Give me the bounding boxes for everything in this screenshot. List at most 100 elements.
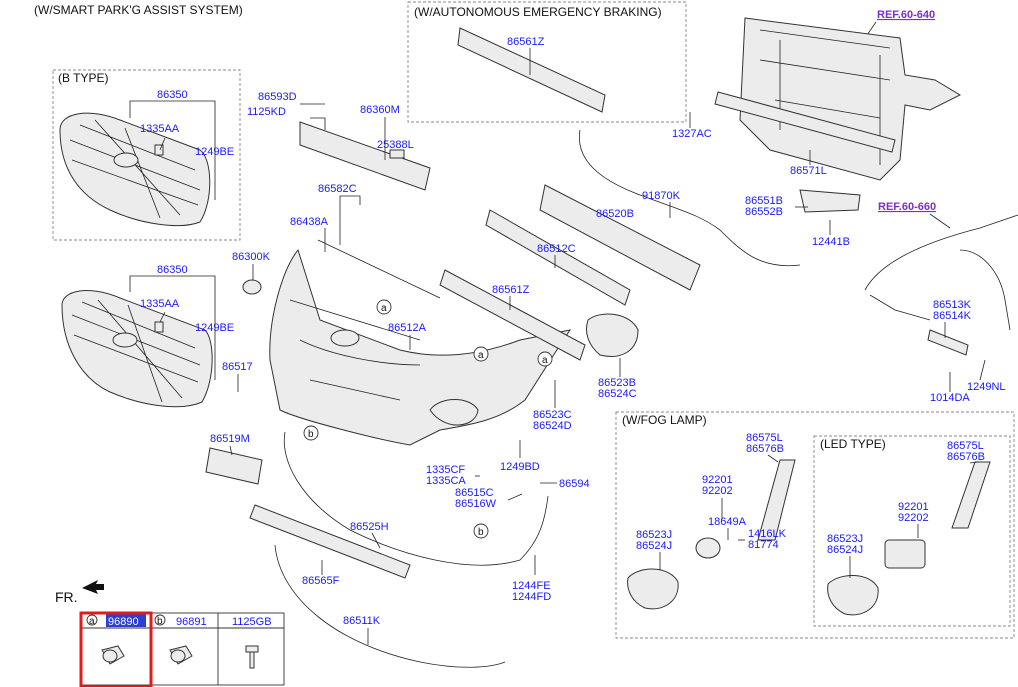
part-label[interactable]: 86520B bbox=[596, 208, 634, 220]
part-label[interactable]: 1244FE bbox=[512, 580, 551, 592]
legend-part-number[interactable]: 1125GB bbox=[232, 616, 272, 628]
circle-ref-a-letter: a bbox=[542, 355, 548, 366]
lip-86511k-drawing bbox=[274, 544, 506, 668]
ref-60-660-link[interactable]: REF.60-660 bbox=[878, 201, 936, 213]
legend-cell-96890[interactable]: a 96890 bbox=[86, 614, 146, 665]
part-label[interactable]: 86512A bbox=[388, 322, 427, 334]
part-label[interactable]: 86517 bbox=[222, 361, 253, 373]
part-label[interactable]: 86524J bbox=[827, 544, 863, 556]
fog-lamp-drawing bbox=[695, 537, 721, 559]
part-label[interactable]: 86576B bbox=[947, 451, 985, 463]
circle-ref-a bbox=[537, 351, 553, 367]
part-label[interactable]: 1125KD bbox=[247, 106, 286, 118]
led-lamp-drawing bbox=[884, 539, 926, 569]
part-label[interactable]: 86524C bbox=[598, 388, 637, 400]
fender-drawing bbox=[864, 214, 1018, 331]
front-arrow-icon bbox=[82, 580, 104, 594]
part-label[interactable]: 86525H bbox=[350, 521, 389, 533]
legend-letter-circle bbox=[154, 614, 166, 626]
part-label[interactable]: 1335AA bbox=[140, 298, 180, 310]
part-label[interactable]: 86552B bbox=[745, 206, 783, 218]
circle-ref-a bbox=[473, 346, 489, 362]
leader-lines bbox=[129, 48, 986, 645]
fog-cover-86523b-drawing bbox=[586, 313, 639, 357]
part-label[interactable]: 1327AC bbox=[672, 128, 712, 140]
part-label[interactable]: 86360M bbox=[360, 104, 400, 116]
part-label[interactable]: 86561Z bbox=[507, 36, 545, 48]
part-label[interactable]: 86571L bbox=[790, 165, 827, 177]
part-label[interactable]: 86438A bbox=[290, 216, 329, 228]
part-labels: 86561Z 86593D 1125KD 86360M 25388L 86350… bbox=[140, 36, 1006, 627]
part-label[interactable]: 1244FD bbox=[512, 591, 551, 603]
legend-part-number[interactable]: 96890 bbox=[108, 616, 139, 628]
circle-ref-b-letter: b bbox=[478, 527, 484, 538]
absorber-drawing bbox=[539, 184, 701, 291]
fog-lamp-box bbox=[615, 411, 1015, 639]
part-label[interactable]: 86300K bbox=[232, 251, 271, 263]
legend-letter-circle bbox=[86, 614, 98, 626]
part-label[interactable]: 18649A bbox=[708, 516, 747, 528]
part-label[interactable]: 25388L bbox=[377, 139, 414, 151]
part-label[interactable]: 86582C bbox=[318, 183, 357, 195]
part-label[interactable]: 86575L bbox=[947, 440, 984, 452]
part-label[interactable]: 1249NL bbox=[967, 381, 1006, 393]
part-label[interactable]: 1335CA bbox=[426, 475, 466, 487]
legend-cell-96891[interactable]: b 96891 bbox=[154, 614, 207, 665]
part-label[interactable]: 92201 bbox=[898, 501, 929, 513]
part-label[interactable]: 86523C bbox=[533, 409, 572, 421]
leader bbox=[929, 213, 951, 229]
part-label[interactable]: 86576B bbox=[746, 443, 784, 455]
bumper-cover-drawing bbox=[269, 248, 572, 446]
caption-led-type: (LED TYPE) bbox=[820, 437, 886, 451]
part-label[interactable]: 92202 bbox=[702, 485, 733, 497]
part-label[interactable]: 86593D bbox=[258, 91, 297, 103]
part-label[interactable]: 86350 bbox=[157, 89, 188, 101]
part-label[interactable]: 86524J bbox=[636, 540, 672, 552]
part-label[interactable]: 91870K bbox=[642, 190, 681, 202]
part-label[interactable]: 86514K bbox=[933, 310, 972, 322]
part-label[interactable]: 1249BE bbox=[195, 322, 234, 334]
led-type-box bbox=[813, 435, 1011, 627]
circle-ref-a bbox=[376, 299, 392, 315]
circle-ref-a-letter: a bbox=[478, 350, 484, 361]
lower-bumper-drawing bbox=[283, 431, 549, 566]
part-label[interactable]: 86523J bbox=[636, 529, 672, 541]
part-label[interactable]: 86561Z bbox=[492, 284, 530, 296]
part-label[interactable]: 86519M bbox=[210, 433, 250, 445]
part-label[interactable]: 1335CF bbox=[426, 464, 465, 476]
part-label[interactable]: 1335AA bbox=[140, 123, 180, 135]
part-label[interactable]: 12441B bbox=[812, 236, 850, 248]
legend-cell-1125gb[interactable]: 1125GB bbox=[232, 616, 272, 669]
part-label[interactable]: 86523J bbox=[827, 533, 863, 545]
part-label[interactable]: 86513K bbox=[933, 299, 972, 311]
part-label[interactable]: 86516W bbox=[455, 498, 497, 510]
ref-60-640-link[interactable]: REF.60-640 bbox=[877, 9, 935, 21]
caption-smart-park: (W/SMART PARK'G ASSIST SYSTEM) bbox=[34, 3, 243, 17]
part-label[interactable]: 86524D bbox=[533, 420, 572, 432]
part-label[interactable]: 86565F bbox=[302, 575, 340, 587]
wiring-harness-drawing bbox=[578, 129, 801, 267]
sensor-96890-icon bbox=[101, 645, 125, 665]
part-label[interactable]: 86575L bbox=[746, 432, 783, 444]
legend-part-number[interactable]: 96891 bbox=[176, 616, 207, 628]
part-label[interactable]: 86350 bbox=[157, 264, 188, 276]
part-label[interactable]: 1249BE bbox=[195, 146, 234, 158]
part-label[interactable]: 86512C bbox=[537, 243, 576, 255]
part-label[interactable]: 81774 bbox=[748, 539, 779, 551]
part-label[interactable]: 1014DA bbox=[930, 392, 970, 404]
part-label[interactable]: 86551B bbox=[745, 195, 783, 207]
part-label[interactable]: 86523B bbox=[598, 377, 636, 389]
part-label[interactable]: 92202 bbox=[898, 512, 929, 524]
caption-b-type: (B TYPE) bbox=[58, 71, 108, 85]
part-label[interactable]: 86511K bbox=[343, 615, 381, 627]
grille-mid-drawing bbox=[61, 290, 213, 408]
selection-box bbox=[79, 611, 153, 687]
part-label[interactable]: 86594 bbox=[559, 478, 590, 490]
license-bracket-drawing bbox=[205, 447, 263, 485]
part-label[interactable]: 1416LK bbox=[748, 528, 787, 540]
bracket-86551b-drawing bbox=[799, 189, 861, 213]
part-label[interactable]: 86515C bbox=[455, 487, 494, 499]
part-label[interactable]: 1249BD bbox=[500, 461, 540, 473]
radiator-support-drawing bbox=[714, 17, 962, 181]
part-label[interactable]: 92201 bbox=[702, 474, 733, 486]
